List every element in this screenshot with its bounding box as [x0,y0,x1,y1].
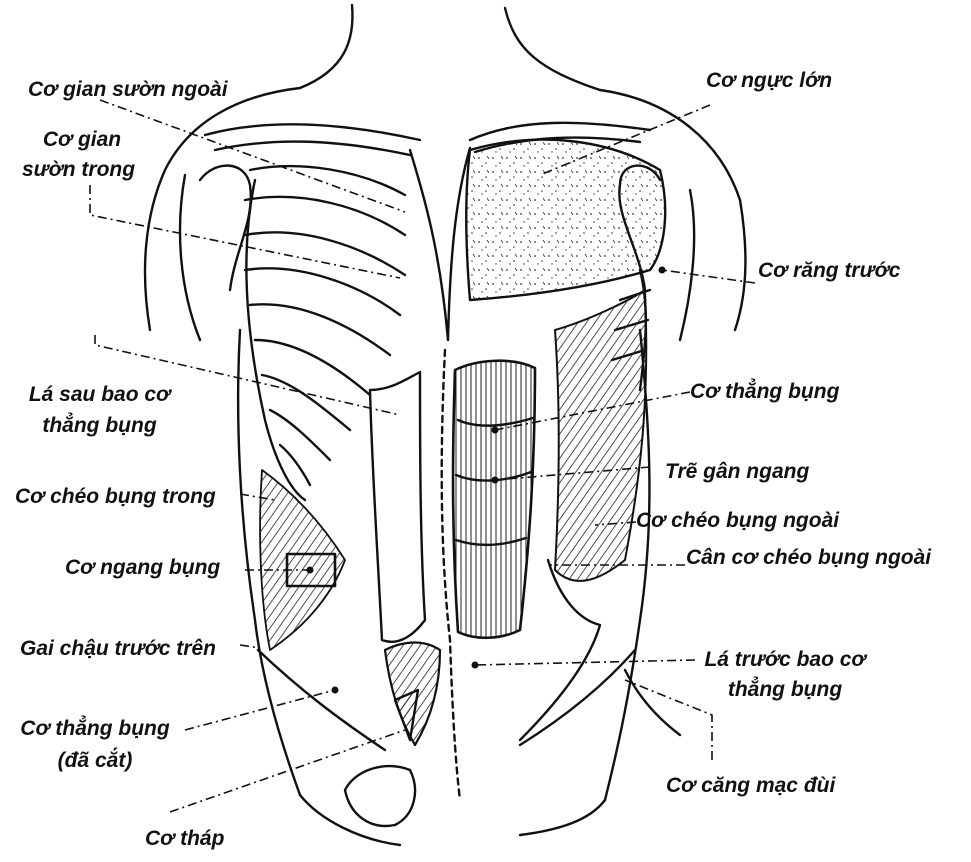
rib-1 [250,166,405,195]
rib-4 [245,268,400,315]
rectus-right [453,361,535,638]
label-co-nguc-lon: Cơ ngực lớn [706,68,832,93]
sternum [410,148,470,340]
label-la-truoc-bao-1: Lá trước bao cơ [695,647,875,672]
leader-thap [170,730,405,812]
tfl [625,670,680,735]
genital-region [345,766,415,826]
dot-tre-gan [492,477,499,484]
label-tre-gan-ngang: Trẽ gân ngang [665,459,809,484]
arm-right-inner [680,190,694,340]
label-co-gian-suon-ngoai: Cơ gian sườn ngoài [28,77,228,102]
label-co-cang-mac-dui: Cơ căng mạc đùi [666,773,835,798]
arm-left-inner [180,175,200,340]
label-co-ngang-bung: Cơ ngang bụng [65,555,220,580]
label-co-gian-suon-trong-1: Cơ gian [22,127,142,152]
dot-la-truoc [472,662,479,669]
label-co-thang-bung: Cơ thẳng bụng [690,379,839,404]
external-oblique [555,290,646,581]
neck-left [300,5,352,88]
rib-5 [250,304,390,355]
label-co-cheo-bung-ngoai: Cơ chéo bụng ngoài [636,508,839,533]
posterior-sheath [370,372,425,642]
label-gai-chau-truoc-tren: Gai chậu trước trên [20,636,216,661]
label-la-sau-bao-1: Lá sau bao cơ [12,382,187,407]
label-co-thang-bung-cat-2: (đã cắt) [5,748,185,773]
label-la-sau-bao-2: thẳng bụng [12,413,187,438]
leader-rang-truoc [662,270,755,283]
rib-6 [255,340,370,395]
label-la-truoc-bao-2: thẳng bụng [695,677,875,702]
rib-8 [270,410,330,460]
clavicle-left [205,124,420,140]
label-co-gian-suon-trong-2: sườn trong [22,157,135,182]
leader-gai-chau [240,645,260,648]
rib-9 [280,445,310,485]
label-co-thap: Cơ tháp [145,826,224,851]
dot-thang-bung [492,427,499,434]
neck-right [505,8,600,90]
humerus-left [200,166,251,290]
dot-rang-truoc [659,267,666,274]
inguinal-left [258,650,385,750]
label-co-cheo-bung-trong: Cơ chéo bụng trong [15,484,216,509]
label-can-co-cheo-bung-ngoai: Cân cơ chéo bụng ngoài [686,545,931,570]
dot-ngang-bung [307,567,314,574]
aponeurosis [520,560,600,740]
label-co-thang-bung-cat-1: Cơ thẳng bụng [5,716,185,741]
label-co-rang-truoc: Cơ răng trước [758,258,900,283]
dot-thang-bung-cat [332,687,339,694]
thigh-right [520,800,605,835]
rib-7 [262,375,350,430]
